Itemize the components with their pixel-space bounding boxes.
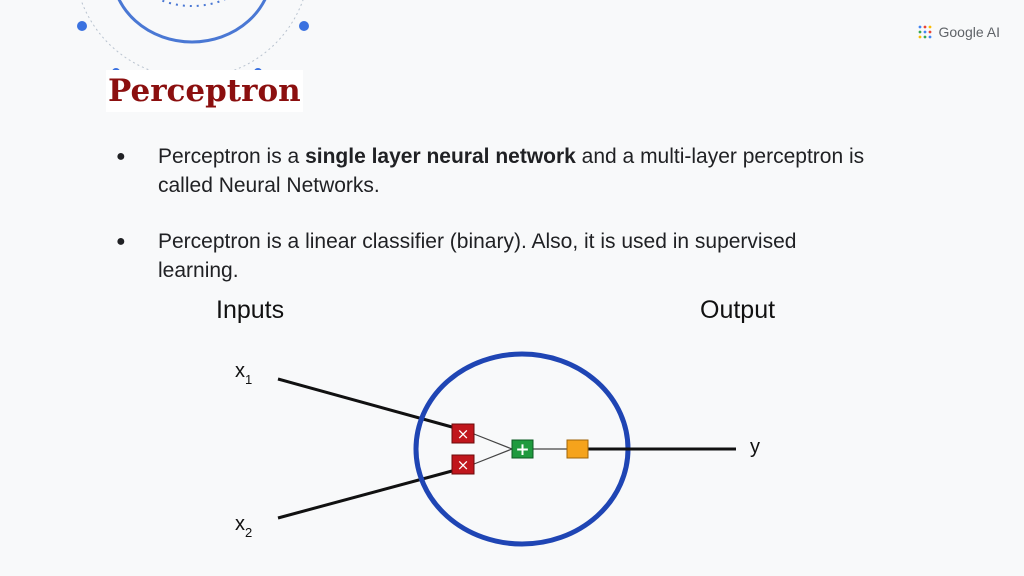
- bullet-text: Perceptron is a single layer neural netw…: [158, 145, 865, 197]
- mult1-to-add-edge: [473, 433, 513, 450]
- google-ai-logo: Google AI: [917, 24, 1001, 40]
- logo-text: Google AI: [938, 24, 1001, 40]
- multiply-node-1-symbol: ×: [457, 425, 470, 443]
- bullet-dot-icon: ●: [116, 233, 126, 250]
- bullet-list: ● Perceptron is a single layer neural ne…: [116, 142, 876, 312]
- bullet-item: ● Perceptron is a linear classifier (bin…: [116, 227, 876, 285]
- bullet-dot-icon: ●: [116, 148, 126, 165]
- bullet-item: ● Perceptron is a single layer neural ne…: [116, 142, 876, 200]
- slide-title: Perceptron: [106, 70, 303, 112]
- activation-node: [566, 439, 589, 459]
- x2-label: x2: [235, 513, 252, 540]
- add-node: [511, 439, 534, 459]
- add-node-symbol: +: [515, 440, 529, 460]
- multiply-node-2-symbol: ×: [457, 456, 470, 474]
- x1-label: x1: [235, 360, 252, 387]
- input-edge-x1: [277, 377, 453, 429]
- google-ai-logo-icon: [918, 25, 931, 39]
- inputs-label: Inputs: [216, 296, 284, 324]
- multiply-node-2: [451, 454, 475, 475]
- input-edge-x2: [277, 469, 453, 520]
- output-label: Output: [700, 296, 775, 324]
- bullet-text: Perceptron is a linear classifier (binar…: [158, 230, 797, 282]
- multiply-node-1: [451, 423, 475, 444]
- mult2-to-add-edge: [473, 448, 513, 465]
- y-label: y: [750, 436, 760, 458]
